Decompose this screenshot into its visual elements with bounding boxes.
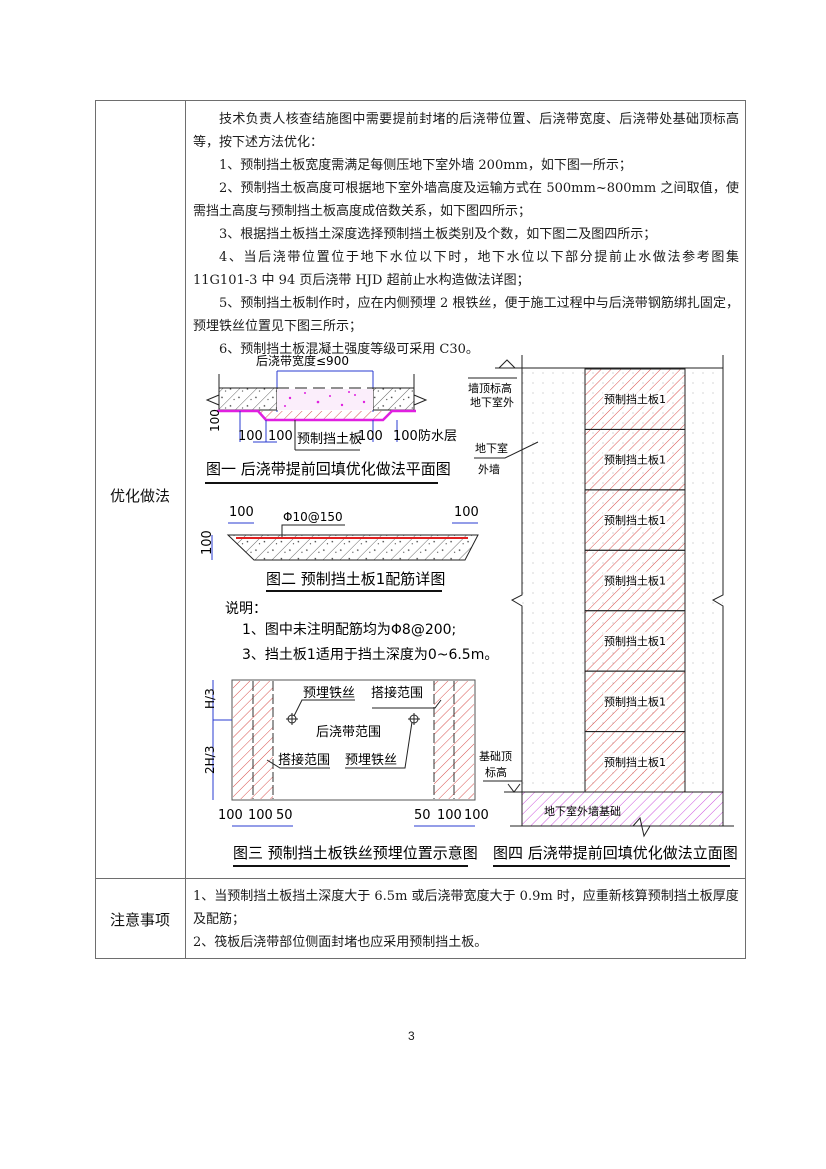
method-paragraph: 5、预制挡土板制作时，应在内侧预埋 2 根铁丝，便于施工过程中与后浇带钢筋绑扎固… xyxy=(193,296,739,334)
row-divider xyxy=(95,878,746,879)
note-item: 2、筏板后浇带部位侧面封堵也应采用预制挡土板。 xyxy=(193,935,488,950)
page-number: 3 xyxy=(408,1029,415,1043)
method-paragraph: 2、预制挡土板高度可根据地下室外墙高度及运输方式在 500mm~800mm 之间… xyxy=(193,181,739,219)
method-paragraph: 4、当后浇带位置位于地下水位以下时，地下水位以下部分提前止水做法参考图集 11G… xyxy=(193,250,739,288)
note-item: 1、当预制挡土板挡土深度大于 6.5m 或后浇带宽度大于 0.9m 时，应重新核… xyxy=(193,889,739,927)
method-paragraph: 3、根据挡土板挡土深度选择预制挡土板类别及个数，如下图二及图四所示； xyxy=(219,227,657,242)
column-divider xyxy=(185,100,186,959)
row-label-notes: 注意事项 xyxy=(109,911,170,929)
method-paragraph: 6、预制挡土板混凝土强度等级可采用 C30。 xyxy=(219,342,479,357)
row-label-method: 优化做法 xyxy=(109,487,170,505)
notes-text: 1、当预制挡土板挡土深度大于 6.5m 或后浇带宽度大于 0.9m 时，应重新核… xyxy=(193,885,741,954)
method-text: 技术负责人核查结施图中需要提前封堵的后浇带位置、后浇带宽度、后浇带处基础顶标高等… xyxy=(193,108,739,361)
content-table xyxy=(95,100,746,959)
method-paragraph: 技术负责人核查结施图中需要提前封堵的后浇带位置、后浇带宽度、后浇带处基础顶标高等… xyxy=(193,112,739,150)
method-paragraph: 1、预制挡土板宽度需满足每侧压地下室外墙 200mm，如下图一所示； xyxy=(219,158,632,173)
